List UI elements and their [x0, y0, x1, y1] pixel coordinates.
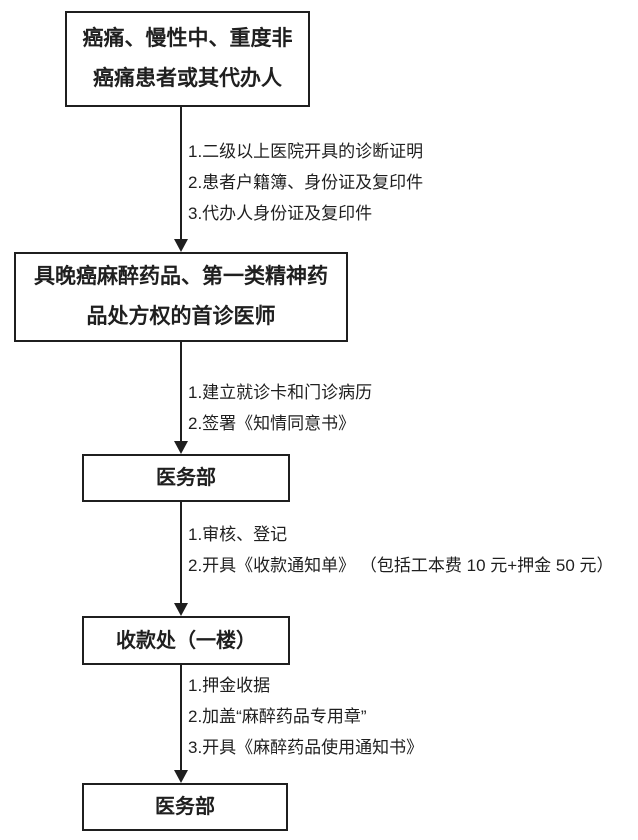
step-text: 1.审核、登记 [188, 525, 288, 544]
flow-node-cashier: 收款处（一楼） [82, 616, 290, 665]
edge-annotation: 1.审核、登记 2.开具《收款通知单》 （包括工本费 10 元+押金 50 元） [188, 519, 614, 581]
flow-node-physician: 具晚癌麻醉药品、第一类精神药 品处方权的首诊医师 [14, 252, 348, 342]
node-label-line: 具晚癌麻醉药品、第一类精神药 [34, 265, 328, 288]
arrow-down-icon [174, 770, 188, 783]
flow-node-medical-affairs-dept: 医务部 [82, 454, 290, 502]
node-label-line: 癌痛、慢性中、重度非 [82, 27, 293, 50]
flow-node-medical-affairs-dept-final: 医务部 [82, 783, 288, 831]
arrow-down-icon [174, 239, 188, 252]
step-text: 2.签署《知情同意书》 [188, 414, 356, 433]
step-text: 2.患者户籍簿、身份证及复印件 [188, 173, 424, 192]
arrow-line [180, 342, 182, 443]
node-label-line: 品处方权的首诊医师 [86, 305, 276, 328]
step-text: 3.开具《麻醉药品使用通知书》 [188, 738, 424, 757]
arrow-down-icon [174, 603, 188, 616]
node-label-line: 医务部 [156, 467, 216, 489]
step-text: 1.二级以上医院开具的诊断证明 [188, 142, 424, 161]
node-label-line: 医务部 [155, 796, 215, 818]
step-text: 1.建立就诊卡和门诊病历 [188, 383, 373, 402]
edge-annotation: 1.押金收据 2.加盖“麻醉药品专用章” 3.开具《麻醉药品使用通知书》 [188, 670, 423, 763]
step-text: 2.加盖“麻醉药品专用章” [188, 707, 367, 726]
flow-node-patient-or-agent: 癌痛、慢性中、重度非 癌痛患者或其代办人 [65, 11, 310, 107]
arrow-line [180, 665, 182, 772]
step-text: 1.押金收据 [188, 676, 271, 695]
edge-annotation: 1.建立就诊卡和门诊病历 2.签署《知情同意书》 [188, 377, 372, 439]
step-text: 3.代办人身份证及复印件 [188, 204, 373, 223]
arrow-line [180, 502, 182, 605]
step-text: 2.开具《收款通知单》 （包括工本费 10 元+押金 50 元） [188, 556, 614, 575]
edge-annotation: 1.二级以上医院开具的诊断证明 2.患者户籍簿、身份证及复印件 3.代办人身份证… [188, 136, 423, 229]
node-label-line: 收款处（一楼） [116, 629, 256, 652]
node-label-line: 癌痛患者或其代办人 [93, 67, 282, 90]
arrow-down-icon [174, 441, 188, 454]
arrow-line [180, 107, 182, 241]
